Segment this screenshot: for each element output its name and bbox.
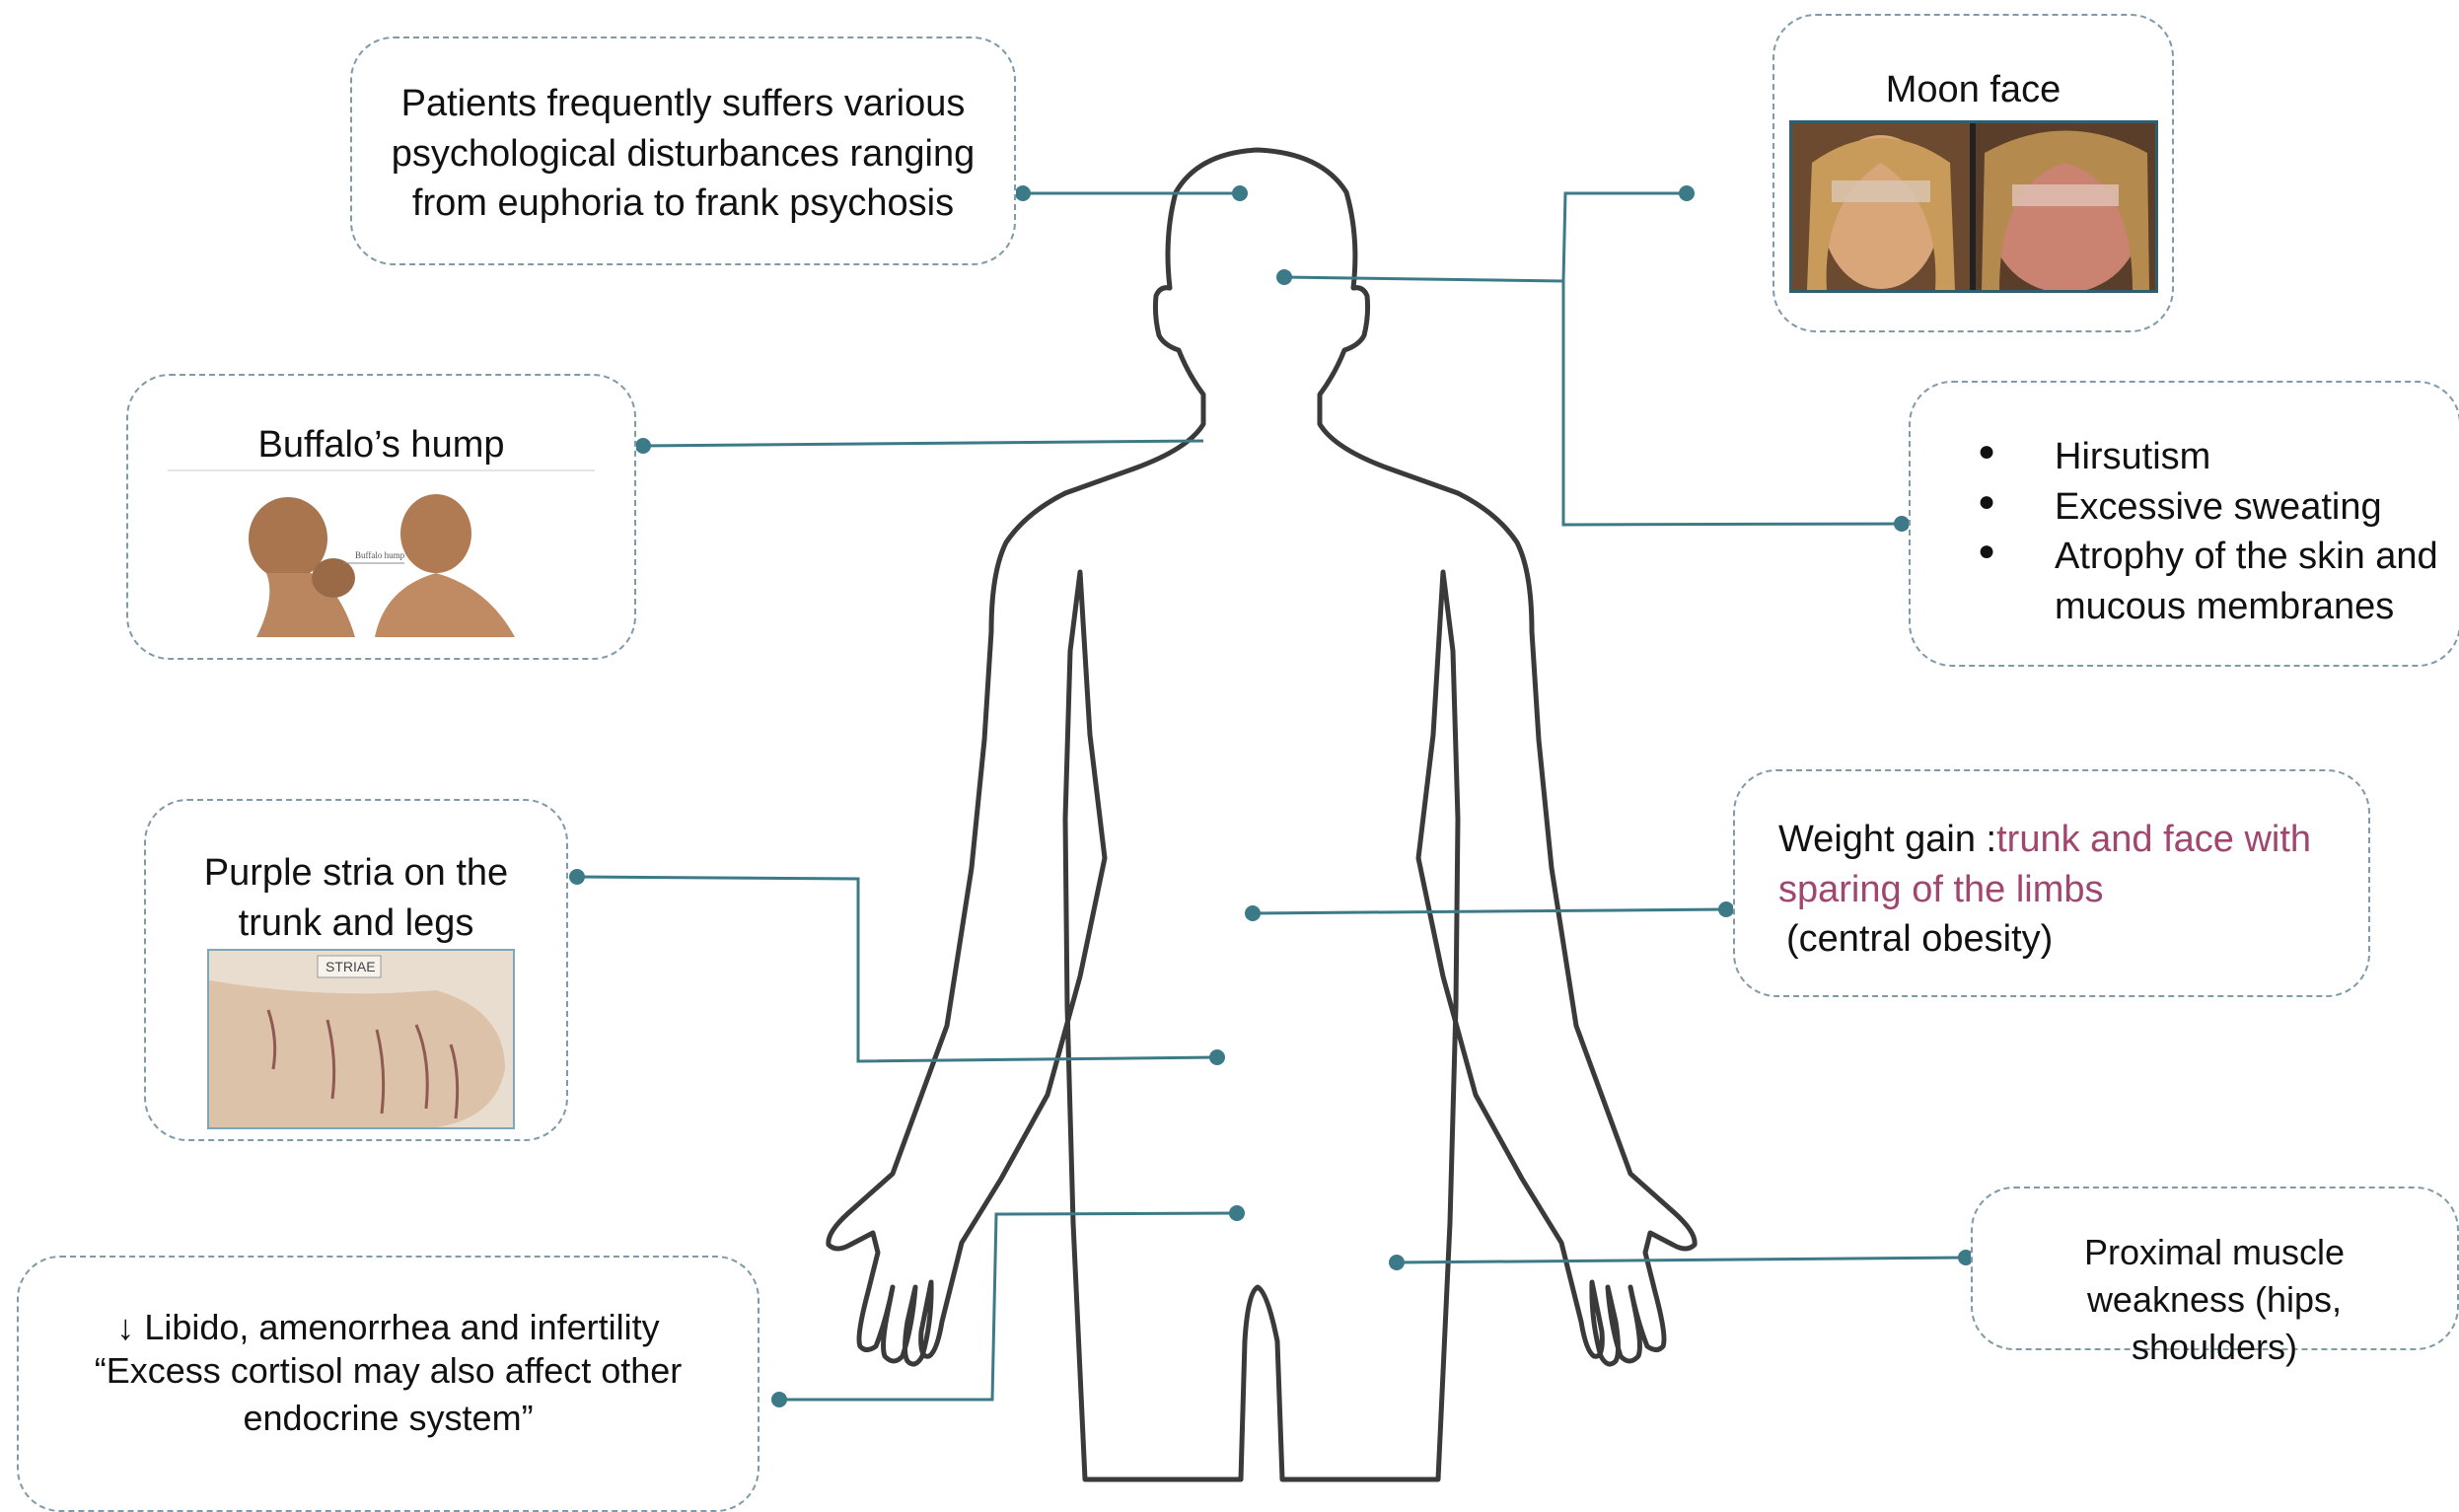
dot	[635, 438, 651, 454]
stria-title: Purple stria on the trunk and legs	[187, 848, 525, 948]
buffalo-title: Buffalo’s hump	[168, 420, 595, 470]
skin-item-atrophy: Atrophy of the skin and mucous membranes	[1978, 532, 2441, 631]
connector-muscle	[1397, 1258, 1966, 1262]
weight-text: Weight gain :trunk and face with sparing…	[1778, 815, 2341, 965]
connector-weight	[1253, 909, 1726, 913]
buffalo-image-label: Buffalo hump	[355, 550, 405, 560]
connector-libido	[779, 1213, 1237, 1400]
weight-suffix: (central obesity)	[1778, 918, 2053, 960]
striae-image: STRIAE	[207, 949, 515, 1129]
dot	[1718, 901, 1734, 917]
connector-moon	[1284, 193, 1687, 281]
moon-title: Moon face	[1772, 65, 2174, 115]
skin-item-sweating: Excessive sweating	[1978, 482, 2441, 533]
dot	[1232, 185, 1248, 201]
dot	[771, 1392, 787, 1407]
weight-prefix: Weight gain :	[1778, 819, 1996, 860]
skin-list: Hirsutism Excessive sweating Atrophy of …	[1978, 432, 2441, 631]
connector-stria	[577, 877, 1217, 1061]
dot	[1894, 516, 1910, 532]
muscle-text: Proximal muscle weakness (hips, shoulder…	[2007, 1229, 2422, 1371]
dot	[1015, 185, 1031, 201]
libido-line2: “Excess cortisol may also affect other e…	[79, 1347, 697, 1442]
moon-face-image	[1789, 120, 2158, 293]
psych-text: Patients frequently suffers various psyc…	[390, 79, 976, 229]
libido-line1: ↓ Libido, amenorrhea and infertility	[59, 1304, 717, 1351]
dot	[569, 869, 585, 885]
striae-image-label: STRIAE	[325, 959, 376, 974]
dot	[1209, 1049, 1225, 1065]
dot	[1679, 185, 1695, 201]
dot	[1276, 269, 1292, 285]
dot	[1389, 1255, 1405, 1270]
buffalo-hump-image: Buffalo hump	[227, 479, 533, 637]
connector-buffalo	[643, 441, 1203, 446]
skin-item-hirsutism: Hirsutism	[1978, 432, 2441, 482]
dot	[1229, 1205, 1245, 1221]
dot	[1245, 905, 1261, 921]
buffalo-divider	[168, 469, 595, 471]
